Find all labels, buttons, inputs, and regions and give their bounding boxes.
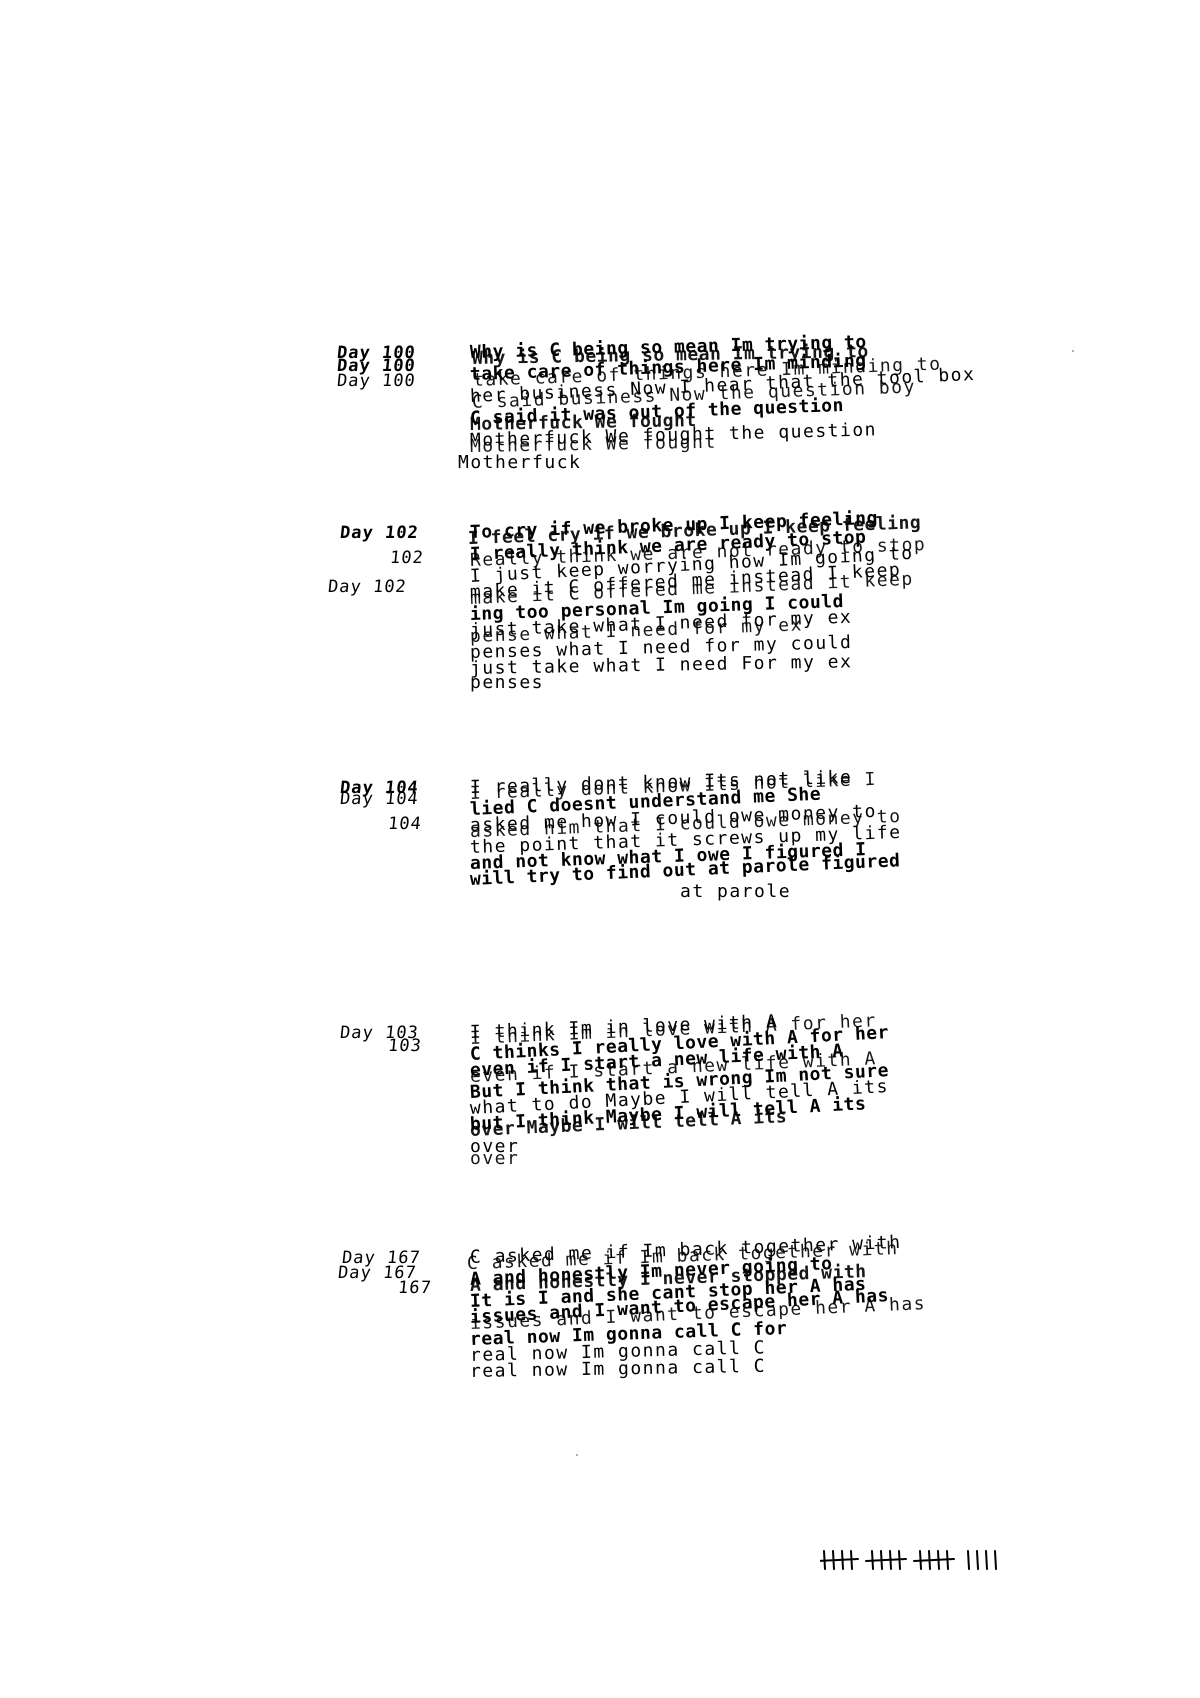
entry-text: I really dont know Its not like I really…: [470, 767, 902, 902]
text-line: at parole: [680, 881, 792, 902]
day-label: Day 104: [339, 789, 420, 809]
entry-text: To cry if we broke up I keep feeling I f…: [468, 508, 927, 693]
tally-cross-stroke: [820, 1558, 859, 1562]
day-label: 167: [397, 1278, 433, 1298]
tally-cross-stroke: [865, 1558, 907, 1562]
text-line: real now Im gonna call C: [469, 1355, 767, 1382]
day-label: Day 100: [336, 371, 417, 391]
tally-cross-stroke: [913, 1558, 955, 1562]
tally-stroke: [967, 1550, 970, 1570]
text-line: just take what I need For my ex: [469, 651, 853, 679]
text-line: over: [470, 1148, 520, 1169]
day-label: 103: [387, 1036, 423, 1056]
text-line: Motherfuck: [458, 452, 582, 473]
text-line: over: [470, 1136, 520, 1157]
day-label: Day 102: [339, 523, 420, 543]
day-label: 102: [389, 548, 425, 568]
tally-stroke: [994, 1550, 997, 1570]
text-line: penses: [470, 672, 545, 693]
paper-speck: [1072, 350, 1074, 352]
tally-stroke: [976, 1550, 979, 1570]
day-label: Day 102: [327, 577, 408, 597]
paper-speck: [576, 1454, 578, 1456]
day-label: 104: [387, 814, 423, 834]
tally-stroke: [985, 1550, 988, 1570]
tally-marks: [820, 1550, 997, 1570]
entry-text: Why is C being so mean Im trying to Why …: [458, 332, 976, 472]
entry-text: C asked me if Im back together with C as…: [467, 1232, 927, 1382]
entry-text: I think Im in love with A I think Im in …: [469, 1010, 889, 1169]
